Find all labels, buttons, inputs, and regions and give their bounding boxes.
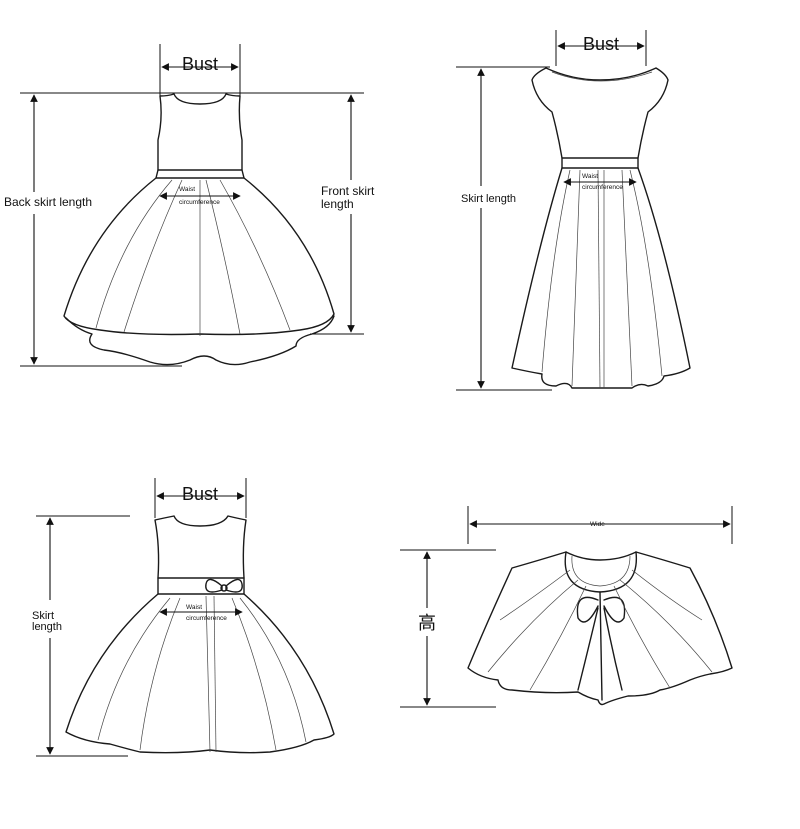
ribbon-icon	[576, 596, 626, 691]
cape-wide-label: Wide	[590, 521, 605, 528]
dress-c-skirt-length-label-1: Skirt	[32, 610, 54, 622]
dress-c-bust-label: Bust	[182, 484, 218, 504]
dress-a-hem	[65, 315, 335, 366]
dress-b-waistband	[561, 157, 639, 169]
dress-c-waist-label-1: Waist	[186, 604, 202, 611]
dress-c: Bust Skirt length Waist circumference	[32, 478, 335, 757]
dress-a: Bust Back skirt length Front skirt lengt…	[4, 44, 375, 367]
dress-b-bust-label: Bust	[583, 34, 619, 54]
dress-b-skirt-length-label: Skirt length	[461, 193, 516, 205]
dress-c-waist-label-2: circumference	[186, 615, 227, 622]
dress-b-bodice	[531, 67, 669, 159]
dress-c-bodice	[154, 515, 247, 579]
cape-outline	[467, 551, 733, 706]
dress-a-bust-label: Bust	[182, 54, 218, 74]
cape: Wide 高	[400, 506, 733, 708]
dress-a-bodice	[157, 93, 243, 171]
dress-b-skirt	[511, 167, 691, 389]
cape-height-label: 高	[418, 613, 436, 633]
dress-a-waist-label-1: Waist	[179, 186, 195, 193]
dress-a-waist-label-2: circumference	[179, 199, 220, 206]
cape-collar	[564, 551, 638, 593]
dress-c-waistband	[157, 577, 245, 595]
dress-a-front-length-label-2: length	[321, 197, 354, 211]
dress-a-front-length-label-1: Front skirt	[321, 184, 375, 198]
dress-a-waistband	[155, 169, 245, 179]
dress-a-back-length-label: Back skirt length	[4, 195, 92, 209]
bow-icon	[205, 578, 243, 593]
dress-b: Bust Skirt length Waist circumference	[456, 30, 691, 391]
dress-b-waist-label-1: Waist	[582, 173, 598, 180]
dress-b-waist-label-2: circumference	[582, 184, 623, 191]
dress-c-skirt-length-label-2: length	[32, 621, 62, 633]
